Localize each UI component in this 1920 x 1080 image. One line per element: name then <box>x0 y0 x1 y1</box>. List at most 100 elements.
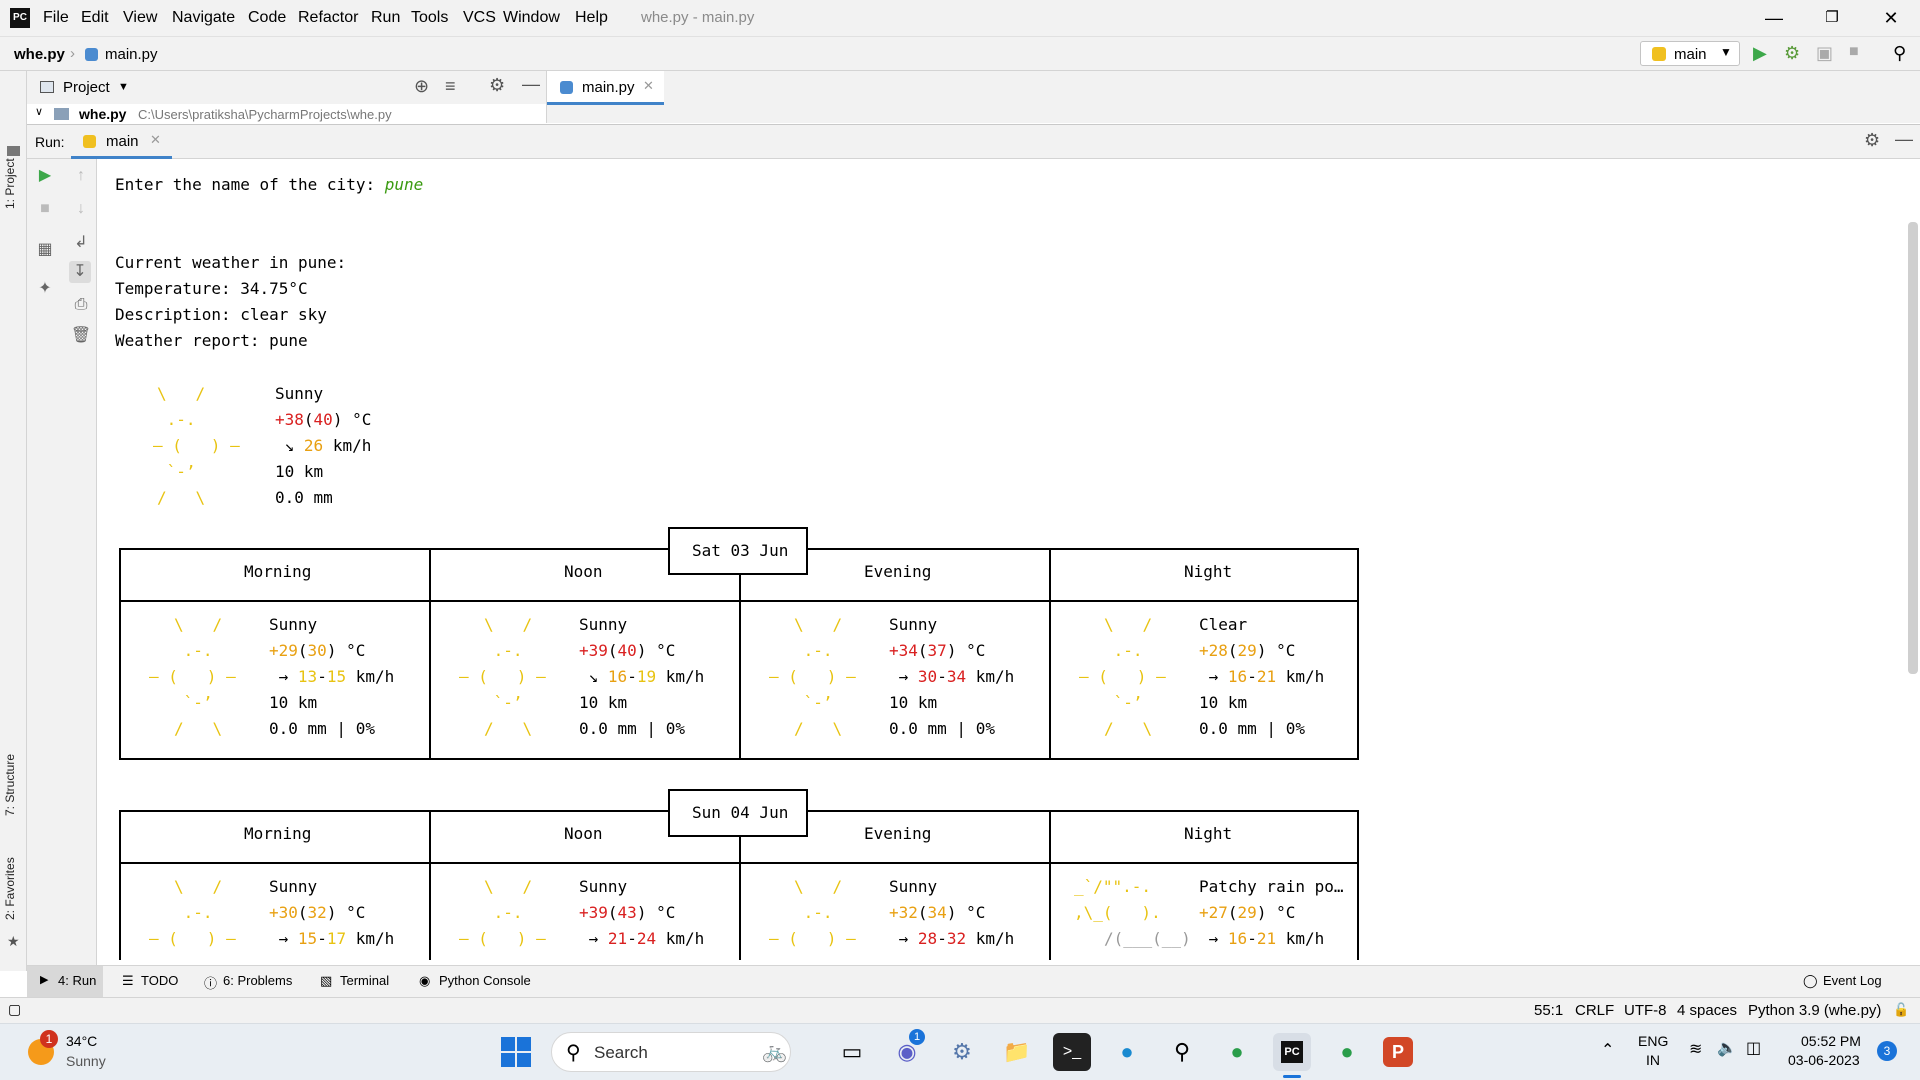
current-header: Current weather in pune: <box>115 253 347 272</box>
arrow-down-icon[interactable]: ↓ <box>77 200 85 217</box>
line-separator[interactable]: CRLF <box>1575 1002 1615 1019</box>
toggle-panels-icon[interactable]: ▢ <box>8 1001 22 1017</box>
print-icon[interactable]: ⎙ <box>74 296 88 313</box>
run-tab-main[interactable]: main ✕ <box>71 125 172 159</box>
bottom-tab-todo[interactable]: TODO <box>141 973 179 988</box>
minimize-icon[interactable]: — <box>1765 8 1783 28</box>
menu-tools[interactable]: Tools <box>411 9 449 26</box>
trash-icon[interactable]: 🗑 <box>70 327 92 344</box>
wind-max: 19 <box>636 667 657 686</box>
terminal-app-icon[interactable]: >_ <box>1053 1033 1091 1071</box>
scroll-to-end-icon[interactable]: ↧ <box>69 261 91 283</box>
menu-help[interactable]: Help <box>575 9 608 26</box>
menu-view[interactable]: View <box>123 9 158 26</box>
menu-refactor[interactable]: Refactor <box>298 9 359 26</box>
project-tree-root[interactable]: ∨ whe.py C:\Users\pratiksha\PycharmProje… <box>27 104 546 123</box>
notification-badge[interactable]: 3 <box>1877 1041 1897 1061</box>
side-tab-favorites[interactable]: 2: Favorites <box>3 857 17 920</box>
pycharm-taskbar-icon[interactable]: PC <box>1273 1033 1311 1071</box>
clock-date[interactable]: 03-06-2023 <box>1788 1052 1860 1068</box>
menu-vcs[interactable]: VCS <box>463 9 496 26</box>
clock-time[interactable]: 05:52 PM <box>1801 1033 1861 1049</box>
chrome-icon[interactable]: ● <box>1230 1039 1244 1064</box>
sun-art-line: ― ( ) ― <box>769 929 856 948</box>
stop-icon[interactable]: ■ <box>40 200 50 217</box>
breadcrumb-project[interactable]: whe.py <box>14 46 65 63</box>
side-tab-project[interactable]: 1: Project <box>3 158 17 209</box>
chevron-up-icon[interactable]: ⌃ <box>1601 1042 1615 1059</box>
run-icon[interactable]: ▶ <box>1753 43 1767 63</box>
file-encoding[interactable]: UTF-8 <box>1624 1002 1667 1019</box>
coverage-icon[interactable]: ▣ <box>1816 43 1834 63</box>
temp-low: +34 <box>889 641 918 660</box>
run-console-output[interactable]: Enter the name of the city: pune Current… <box>97 159 1910 965</box>
powerpoint-icon[interactable]: P <box>1383 1037 1413 1067</box>
close-icon[interactable]: ✕ <box>1883 8 1899 28</box>
forecast-date-box: Sat 03 Jun <box>668 527 808 575</box>
wifi-icon[interactable]: ≋ <box>1689 1041 1703 1058</box>
volume-icon[interactable]: 🔈 <box>1717 1040 1737 1057</box>
menu-navigate[interactable]: Navigate <box>172 9 236 26</box>
bottom-tab-python-console[interactable]: Python Console <box>439 973 531 988</box>
sun-art-line: .-. <box>794 903 833 922</box>
chevron-down-icon[interactable]: ▼ <box>118 81 129 93</box>
weather-temp[interactable]: 34°C <box>66 1033 98 1049</box>
indent-setting[interactable]: 4 spaces <box>1677 1002 1738 1019</box>
bottom-tab-problems[interactable]: 6: Problems <box>223 973 293 988</box>
temp-high: 40 <box>617 641 637 660</box>
bottom-tab-run[interactable]: ▶ 4: Run <box>27 966 103 997</box>
soft-wrap-icon[interactable]: ↲ <box>74 234 88 251</box>
temp-low: +29 <box>269 641 298 660</box>
rerun-icon[interactable]: ▶ <box>38 167 52 184</box>
side-tab-structure[interactable]: 7: Structure <box>3 753 17 816</box>
menu-edit[interactable]: Edit <box>81 9 109 26</box>
debug-icon[interactable]: ⚙ <box>1784 43 1801 63</box>
event-log-tab[interactable]: Event Log <box>1823 973 1882 988</box>
hide-icon[interactable]: — <box>522 74 540 94</box>
weather-desc[interactable]: Sunny <box>66 1053 106 1069</box>
console-scrollbar[interactable] <box>1908 222 1918 674</box>
menu-run[interactable]: Run <box>371 9 401 26</box>
arrow-up-icon[interactable]: ↑ <box>77 167 85 184</box>
collapse-all-icon[interactable]: ≡ <box>445 76 456 96</box>
pin-icon[interactable]: ✦ <box>38 280 52 297</box>
stop-icon[interactable]: ■ <box>1849 43 1859 60</box>
close-icon[interactable]: ✕ <box>150 132 161 147</box>
hide-icon[interactable]: — <box>1895 129 1913 149</box>
close-icon[interactable]: ✕ <box>643 78 654 93</box>
battery-icon[interactable]: ◫ <box>1746 1040 1762 1057</box>
language-primary[interactable]: ENG <box>1638 1033 1669 1049</box>
taskbar-search[interactable]: ⚲ Search 🚲 <box>551 1032 791 1072</box>
forecast-rain: 0.0 mm | 0% <box>1199 719 1305 738</box>
language-secondary[interactable]: IN <box>1646 1052 1660 1068</box>
edge-browser-icon[interactable]: ● <box>1120 1039 1134 1064</box>
locate-icon[interactable]: ⊕ <box>414 76 430 96</box>
sun-art-line: \ / <box>174 877 223 896</box>
layout-icon[interactable]: ▦ <box>37 241 53 258</box>
magnifier-icon[interactable]: ⚲ <box>1173 1039 1191 1064</box>
file-explorer-icon[interactable]: 📁 <box>1003 1039 1031 1064</box>
bottom-tab-terminal[interactable]: Terminal <box>340 973 390 988</box>
chrome-profile-icon[interactable]: ● <box>1340 1039 1354 1064</box>
task-view-icon[interactable]: ▭ <box>841 1039 863 1064</box>
restore-icon[interactable]: ❐ <box>1825 9 1839 26</box>
editor-tab-main[interactable]: main.py ✕ <box>547 71 664 105</box>
run-config-selector[interactable]: main ▼ <box>1640 41 1740 66</box>
wind-arrow-icon: → <box>1208 929 1219 948</box>
menu-file[interactable]: File <box>43 9 69 26</box>
menu-window[interactable]: Window <box>503 9 560 26</box>
search-icon[interactable]: ⚲ <box>1893 43 1907 63</box>
gear-icon[interactable]: ⚙ <box>1864 130 1881 150</box>
gear-icon[interactable]: ⚙ <box>489 75 506 95</box>
run-panel-header: Run: main ✕ ⚙ — <box>27 124 1920 159</box>
menu-code[interactable]: Code <box>248 9 287 26</box>
period-evening: Evening <box>864 824 932 843</box>
project-panel-title[interactable]: Project <box>63 79 110 96</box>
windows-start-icon[interactable] <box>497 1033 535 1071</box>
teams-chat-icon[interactable]: ◉ <box>897 1039 917 1064</box>
cursor-position[interactable]: 55:1 <box>1534 1002 1564 1019</box>
breadcrumb-file[interactable]: main.py <box>105 46 158 63</box>
settings-gear-icon[interactable]: ⚙ <box>952 1039 972 1064</box>
interpreter[interactable]: Python 3.9 (whe.py) <box>1748 1002 1882 1019</box>
lock-icon[interactable]: 🔓 <box>1893 1002 1910 1017</box>
